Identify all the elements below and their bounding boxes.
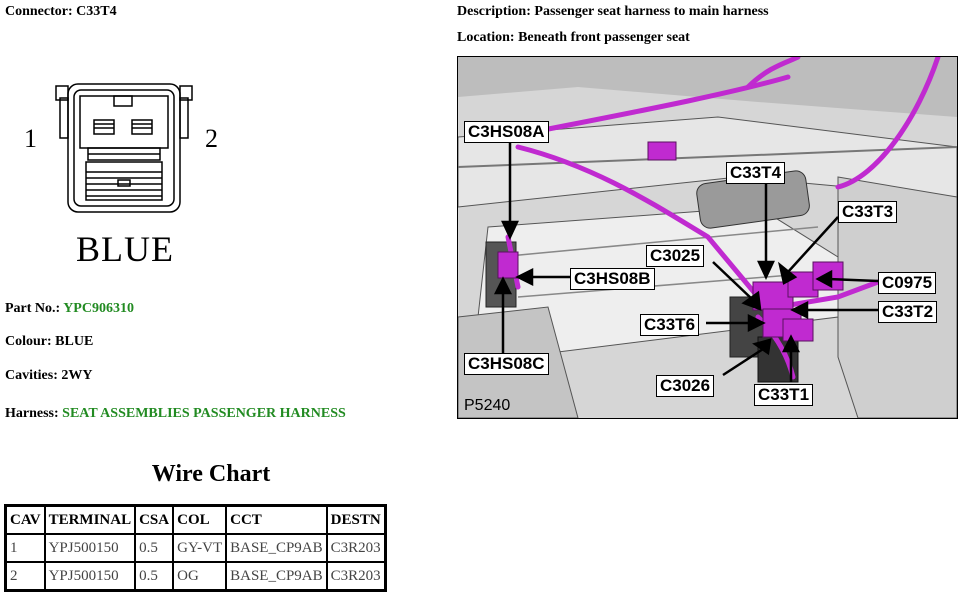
cell-col: GY-VT [172, 533, 228, 563]
callout-c0975: C0975 [878, 272, 937, 294]
harness-line: Harness: SEAT ASSEMBLIES PASSENGER HARNE… [5, 406, 346, 422]
col-header-col: COL [172, 504, 228, 535]
colour-value: BLUE [55, 334, 94, 349]
callout-c3hs08a: C3HS08A [464, 121, 549, 143]
cell-cav: 1 [4, 533, 46, 563]
pin-2-label: 2 [205, 124, 218, 153]
colour-label: Colour: [5, 334, 52, 349]
harness-label: Harness: [5, 406, 59, 421]
col-header-csa: CSA [134, 504, 175, 535]
cell-terminal: YPJ500150 [43, 561, 137, 592]
cell-cct: BASE_CP9AB [225, 561, 328, 592]
callout-c33t3: C33T3 [838, 201, 898, 223]
col-header-cct: CCT [225, 504, 328, 535]
part-no-line: Part No.: YPC906310 [5, 301, 134, 317]
col-header-cav: CAV [4, 504, 46, 535]
cavities-label: Cavities: [5, 368, 58, 383]
cavity-2 [131, 119, 153, 135]
description-value: Passenger seat harness to main harness [534, 4, 769, 19]
colour-line: Colour: BLUE [5, 334, 93, 350]
cavities-value: 2WY [61, 368, 93, 383]
cell-destn: C3R203 [325, 561, 387, 592]
wire-chart-header-row: CAV TERMINAL CSA COL CCT DESTN [4, 504, 387, 535]
location-value: Beneath front passenger seat [518, 30, 690, 45]
callout-c3026: C3026 [656, 375, 715, 397]
cell-terminal: YPJ500150 [43, 533, 137, 563]
callout-c33t2: C33T2 [878, 301, 938, 323]
harness-value: SEAT ASSEMBLIES PASSENGER HARNESS [62, 406, 346, 421]
cavity-1 [93, 119, 115, 135]
cell-csa: 0.5 [134, 533, 175, 563]
pin-1-label: 1 [24, 124, 37, 153]
cell-destn: C3R203 [325, 533, 387, 563]
part-no-value: YPC906310 [63, 301, 134, 316]
callout-c3hs08b: C3HS08B [570, 268, 655, 290]
location-photo: C3HS08A C33T4 C33T3 C3025 C3HS08B C0975 … [457, 56, 958, 419]
wire-chart-title: Wire Chart [151, 461, 271, 487]
callout-c3hs08c: C3HS08C [464, 353, 549, 375]
connector-colour-text: BLUE [76, 229, 174, 269]
location-line: Location: Beneath front passenger seat [457, 30, 690, 46]
callout-c33t6: C33T6 [640, 314, 700, 336]
connector-label: Connector: [5, 4, 73, 19]
wire-chart-table: CAV TERMINAL CSA COL CCT DESTN 1 YPJ5001… [4, 504, 387, 592]
col-header-terminal: TERMINAL [43, 504, 137, 535]
connector-value: C33T4 [76, 4, 117, 19]
table-row: 1 YPJ500150 0.5 GY-VT BASE_CP9AB C3R203 [4, 533, 387, 563]
cavities-line: Cavities: 2WY [5, 368, 93, 384]
figure-id-label: P5240 [464, 397, 511, 414]
cell-csa: 0.5 [134, 561, 175, 592]
connector-heading: Connector: C33T4 [5, 4, 117, 20]
table-row: 2 YPJ500150 0.5 OG BASE_CP9AB C3R203 [4, 561, 387, 592]
connector-face-diagram [55, 83, 193, 213]
cell-cct: BASE_CP9AB [225, 533, 328, 563]
callout-c3025: C3025 [646, 245, 705, 267]
description-line: Description: Passenger seat harness to m… [457, 4, 769, 20]
connector-outer-shell [67, 83, 181, 213]
cell-col: OG [172, 561, 228, 592]
part-no-label: Part No.: [5, 301, 61, 316]
col-header-destn: DESTN [325, 504, 387, 535]
callout-c33t1: C33T1 [754, 384, 814, 406]
callout-c33t4: C33T4 [726, 162, 786, 184]
location-label: Location: [457, 30, 515, 45]
description-label: Description: [457, 4, 531, 19]
cell-cav: 2 [4, 561, 46, 592]
